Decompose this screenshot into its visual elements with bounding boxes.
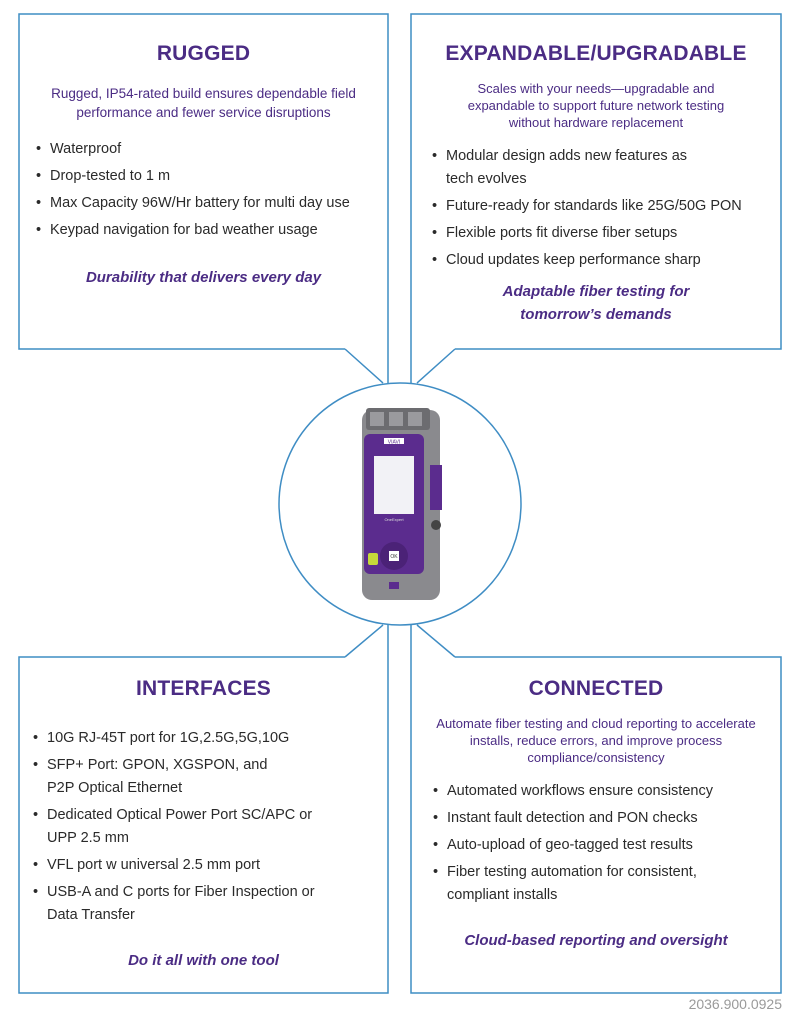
- panel-interfaces: INTERFACES 10G RJ-45T port for 1G,2.5G,5…: [19, 657, 388, 972]
- panel-tagline: Do it all with one tool: [128, 952, 279, 969]
- panel-border-interfaces: [18, 624, 389, 994]
- bullet-item: Future-ready for standards like 25G/50G …: [432, 195, 761, 218]
- bullet-item: Modular design adds new features as tech…: [432, 145, 706, 191]
- bullet-item: 10G RJ-45T port for 1G,2.5G,5G,10G: [33, 727, 348, 750]
- bullet-item: Keypad navigation for bad weather usage: [36, 219, 388, 242]
- bullet-item: Drop-tested to 1 m: [36, 165, 388, 188]
- bullet-item: Fiber testing automation for consistent,…: [433, 861, 737, 907]
- panel-title: RUGGED: [156, 42, 251, 65]
- panel-connected: CONNECTED Automate fiber testing and clo…: [411, 657, 781, 952]
- device-model: OneExpert: [384, 517, 404, 522]
- panel-rugged: RUGGED Rugged, IP54-rated build ensures …: [19, 14, 388, 289]
- bullet-item: SFP+ Port: GPON, XGSPON, and P2P Optical…: [33, 754, 277, 800]
- panel-subtitle: Rugged, IP54-rated build ensures dependa…: [51, 86, 356, 120]
- bullet-item: Waterproof: [36, 138, 388, 161]
- panel-border-connected: [410, 624, 782, 994]
- panel-title: INTERFACES: [135, 677, 271, 700]
- panel-border-expandable: [410, 13, 782, 384]
- bullet-item: Cloud updates keep performance sharp: [432, 249, 761, 272]
- device-brand: VIAVI: [388, 440, 400, 446]
- device-circle: [278, 382, 522, 626]
- document-number: 2036.900.0925: [688, 996, 782, 1012]
- panel-border-rugged: [18, 13, 389, 384]
- bullet-item: VFL port w universal 2.5 mm port: [33, 854, 348, 877]
- bullet-item: Flexible ports fit diverse fiber setups: [432, 222, 761, 245]
- bullet-item: Automated workflows ensure consistency: [433, 780, 761, 803]
- panel-title: EXPANDABLE/UPGRADABLE: [445, 42, 747, 65]
- panel-title: CONNECTED: [528, 677, 664, 700]
- panel-subtitle: Automate fiber testing and cloud reporti…: [436, 716, 756, 765]
- bullet-item: USB-A and C ports for Fiber Inspection o…: [33, 881, 348, 927]
- panel-tagline: Adaptable fiber testing for tomorrow’s d…: [502, 283, 690, 323]
- panel-tagline: Durability that delivers every day: [85, 269, 322, 286]
- device-ok: OK: [390, 554, 398, 560]
- panel-subtitle: Scales with your needs—upgradable and ex…: [467, 81, 725, 130]
- panel-expandable: EXPANDABLE/UPGRADABLE Scales with your n…: [411, 14, 781, 326]
- bullet-item: Auto-upload of geo-tagged test results: [433, 834, 761, 857]
- bullet-item: Max Capacity 96W/Hr battery for multi da…: [36, 192, 388, 215]
- device-image: VIAVI OneExpert OK: [362, 408, 442, 600]
- bullet-item: Dedicated Optical Power Port SC/APC or U…: [33, 804, 317, 850]
- bullet-item: Instant fault detection and PON checks: [433, 807, 761, 830]
- panel-tagline: Cloud-based reporting and oversight: [464, 932, 728, 949]
